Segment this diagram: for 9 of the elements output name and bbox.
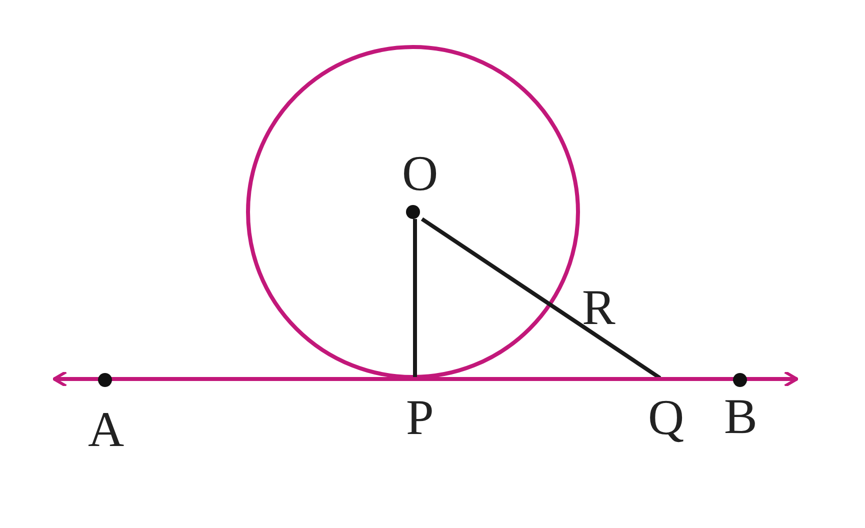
point-label: B [724,391,758,441]
point-label: P [406,392,434,442]
line-segment [413,219,417,378]
point-label: A [88,404,124,454]
line-arrow [52,370,798,388]
point-label: R [582,282,616,332]
point-label: O [402,148,438,198]
line-segment [420,217,662,380]
point-label: Q [648,392,684,442]
